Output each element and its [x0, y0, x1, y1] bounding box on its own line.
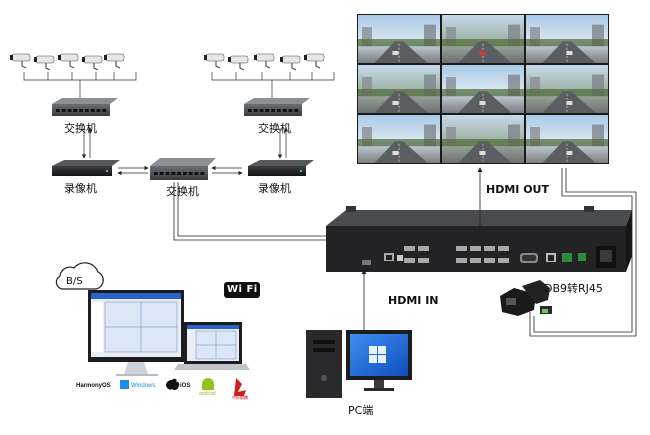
- cloud-icon: [55, 262, 104, 290]
- nvr-right-label: 录像机: [258, 182, 291, 195]
- video-wall-tile: [442, 115, 524, 163]
- switch-right-label: 交换机: [258, 122, 291, 135]
- bs-client-devices: [55, 262, 250, 376]
- nvr-right: [248, 160, 314, 176]
- video-wall-tile: [358, 115, 440, 163]
- video-wall-tile: [442, 15, 524, 63]
- video-wall-tile: [358, 65, 440, 113]
- hdmi-out-label: HDMI OUT: [486, 183, 549, 196]
- link-arrows: [81, 127, 289, 176]
- camera-icon: [254, 53, 275, 69]
- switch-center: [150, 158, 216, 180]
- windows-logo: Windows: [131, 383, 156, 389]
- db9-label: DB9转RJ45: [544, 282, 603, 295]
- android-logo: android: [199, 391, 216, 397]
- video-wall: [357, 14, 609, 164]
- switch-left: [52, 98, 118, 116]
- camera-icon: [58, 53, 79, 69]
- camera-icon: [228, 55, 249, 71]
- bs-label: B/S: [66, 276, 83, 287]
- android-icon: [202, 378, 214, 390]
- hdmi-in-label: HDMI IN: [388, 294, 439, 307]
- switch-right: [244, 98, 310, 116]
- wifi-badge: [224, 282, 260, 298]
- camera-icon: [82, 55, 103, 71]
- switch-center-label: 交换机: [166, 185, 199, 198]
- pc-workstation: [306, 330, 412, 398]
- camera-group-left: [10, 53, 125, 71]
- camera-group-right: [204, 53, 325, 71]
- video-wall-tile: [358, 15, 440, 63]
- video-wall-controller: [326, 206, 632, 272]
- pc-label: PC端: [348, 404, 374, 417]
- ios-logo: iOS: [180, 383, 191, 389]
- switch-left-label: 交换机: [64, 122, 97, 135]
- camera-icon: [204, 53, 225, 69]
- video-wall-tile: [526, 65, 608, 113]
- wifi-label: Wi Fi: [227, 284, 258, 295]
- db9-adapters: [500, 280, 552, 316]
- camera-wires: [23, 72, 335, 98]
- harmonyos-logo: HarmonyOS: [76, 383, 111, 389]
- cables: [173, 167, 637, 337]
- camera-icon: [10, 53, 31, 69]
- kylin-logo: 中标麒麟: [232, 395, 248, 400]
- camera-icon: [304, 53, 325, 69]
- windows-logo-icon: [120, 380, 129, 389]
- apple-icon: [166, 378, 180, 390]
- camera-icon: [34, 55, 55, 71]
- windows-icon: [369, 346, 386, 363]
- kylin-icon: [234, 378, 246, 396]
- camera-icon: [280, 55, 301, 71]
- video-wall-tile: [442, 65, 524, 113]
- camera-icon: [104, 53, 125, 69]
- video-wall-tile: [526, 15, 608, 63]
- nvr-left-label: 录像机: [64, 182, 97, 195]
- nvr-left: [52, 160, 120, 176]
- video-wall-tile: [526, 115, 608, 163]
- os-logos: [120, 378, 246, 396]
